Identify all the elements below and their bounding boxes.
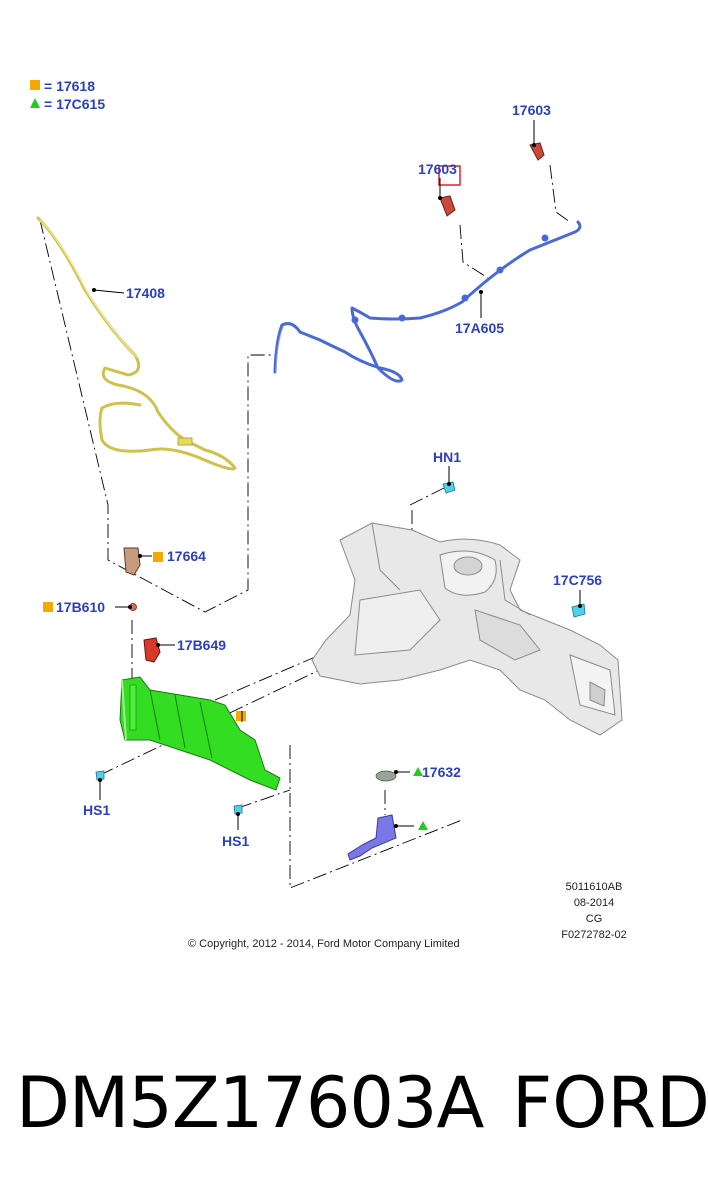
fastener-HS1-right bbox=[233, 804, 243, 815]
callout-17C756: 17C756 bbox=[553, 572, 602, 588]
callout-labels: 17603 17603 17408 17A605 HN1 17664 17B61… bbox=[56, 102, 602, 849]
reservoir-17618 bbox=[119, 676, 281, 791]
callout-17664: 17664 bbox=[167, 548, 206, 564]
info-line-4: F0272782-02 bbox=[561, 929, 626, 941]
parts-diagram: = 17618 = 17C615 bbox=[30, 78, 627, 950]
callout-17603-mid: 17603 bbox=[418, 161, 457, 177]
filler-neck-17632 bbox=[347, 767, 428, 861]
hose-17A605 bbox=[273, 220, 582, 383]
fastener-HS1-left bbox=[95, 770, 105, 781]
callout-HS1-left: HS1 bbox=[83, 802, 110, 818]
legend-triangle-icon bbox=[30, 98, 40, 108]
info-line-1: 5011610AB bbox=[566, 881, 623, 893]
highlight-box bbox=[438, 165, 461, 186]
nozzle-17603-mid bbox=[439, 195, 456, 217]
pump-17664 bbox=[123, 547, 163, 576]
info-block: 5011610AB 08-2014 CG F0272782-02 bbox=[561, 881, 626, 941]
vehicle-body-panel bbox=[311, 522, 623, 736]
legend-square-label: = 17618 bbox=[44, 78, 95, 94]
callout-HS1-right: HS1 bbox=[222, 833, 249, 849]
brand-name: FORD bbox=[512, 1062, 708, 1144]
callout-17632: 17632 bbox=[422, 764, 461, 780]
copyright-text: © Copyright, 2012 - 2014, Ford Motor Com… bbox=[188, 938, 460, 950]
legend-square-icon bbox=[30, 80, 40, 90]
legend: = 17618 = 17C615 bbox=[30, 78, 105, 112]
callout-17408: 17408 bbox=[126, 285, 165, 301]
callout-17B649: 17B649 bbox=[177, 637, 226, 653]
leader-lines bbox=[92, 120, 582, 830]
info-line-3: CG bbox=[586, 913, 603, 925]
callout-HN1: HN1 bbox=[433, 449, 461, 465]
pump-17B649 bbox=[143, 637, 161, 663]
callout-17A605: 17A605 bbox=[455, 320, 504, 336]
info-line-2: 08-2014 bbox=[574, 897, 614, 909]
callout-17603-top: 17603 bbox=[512, 102, 551, 118]
assembly-lines bbox=[39, 164, 571, 889]
part-number: DM5Z17603A bbox=[16, 1062, 484, 1144]
nozzle-17603-top bbox=[529, 142, 545, 161]
callout-17B610: 17B610 bbox=[56, 599, 105, 615]
legend-triangle-label: = 17C615 bbox=[44, 96, 105, 112]
hose-17408 bbox=[36, 216, 237, 471]
